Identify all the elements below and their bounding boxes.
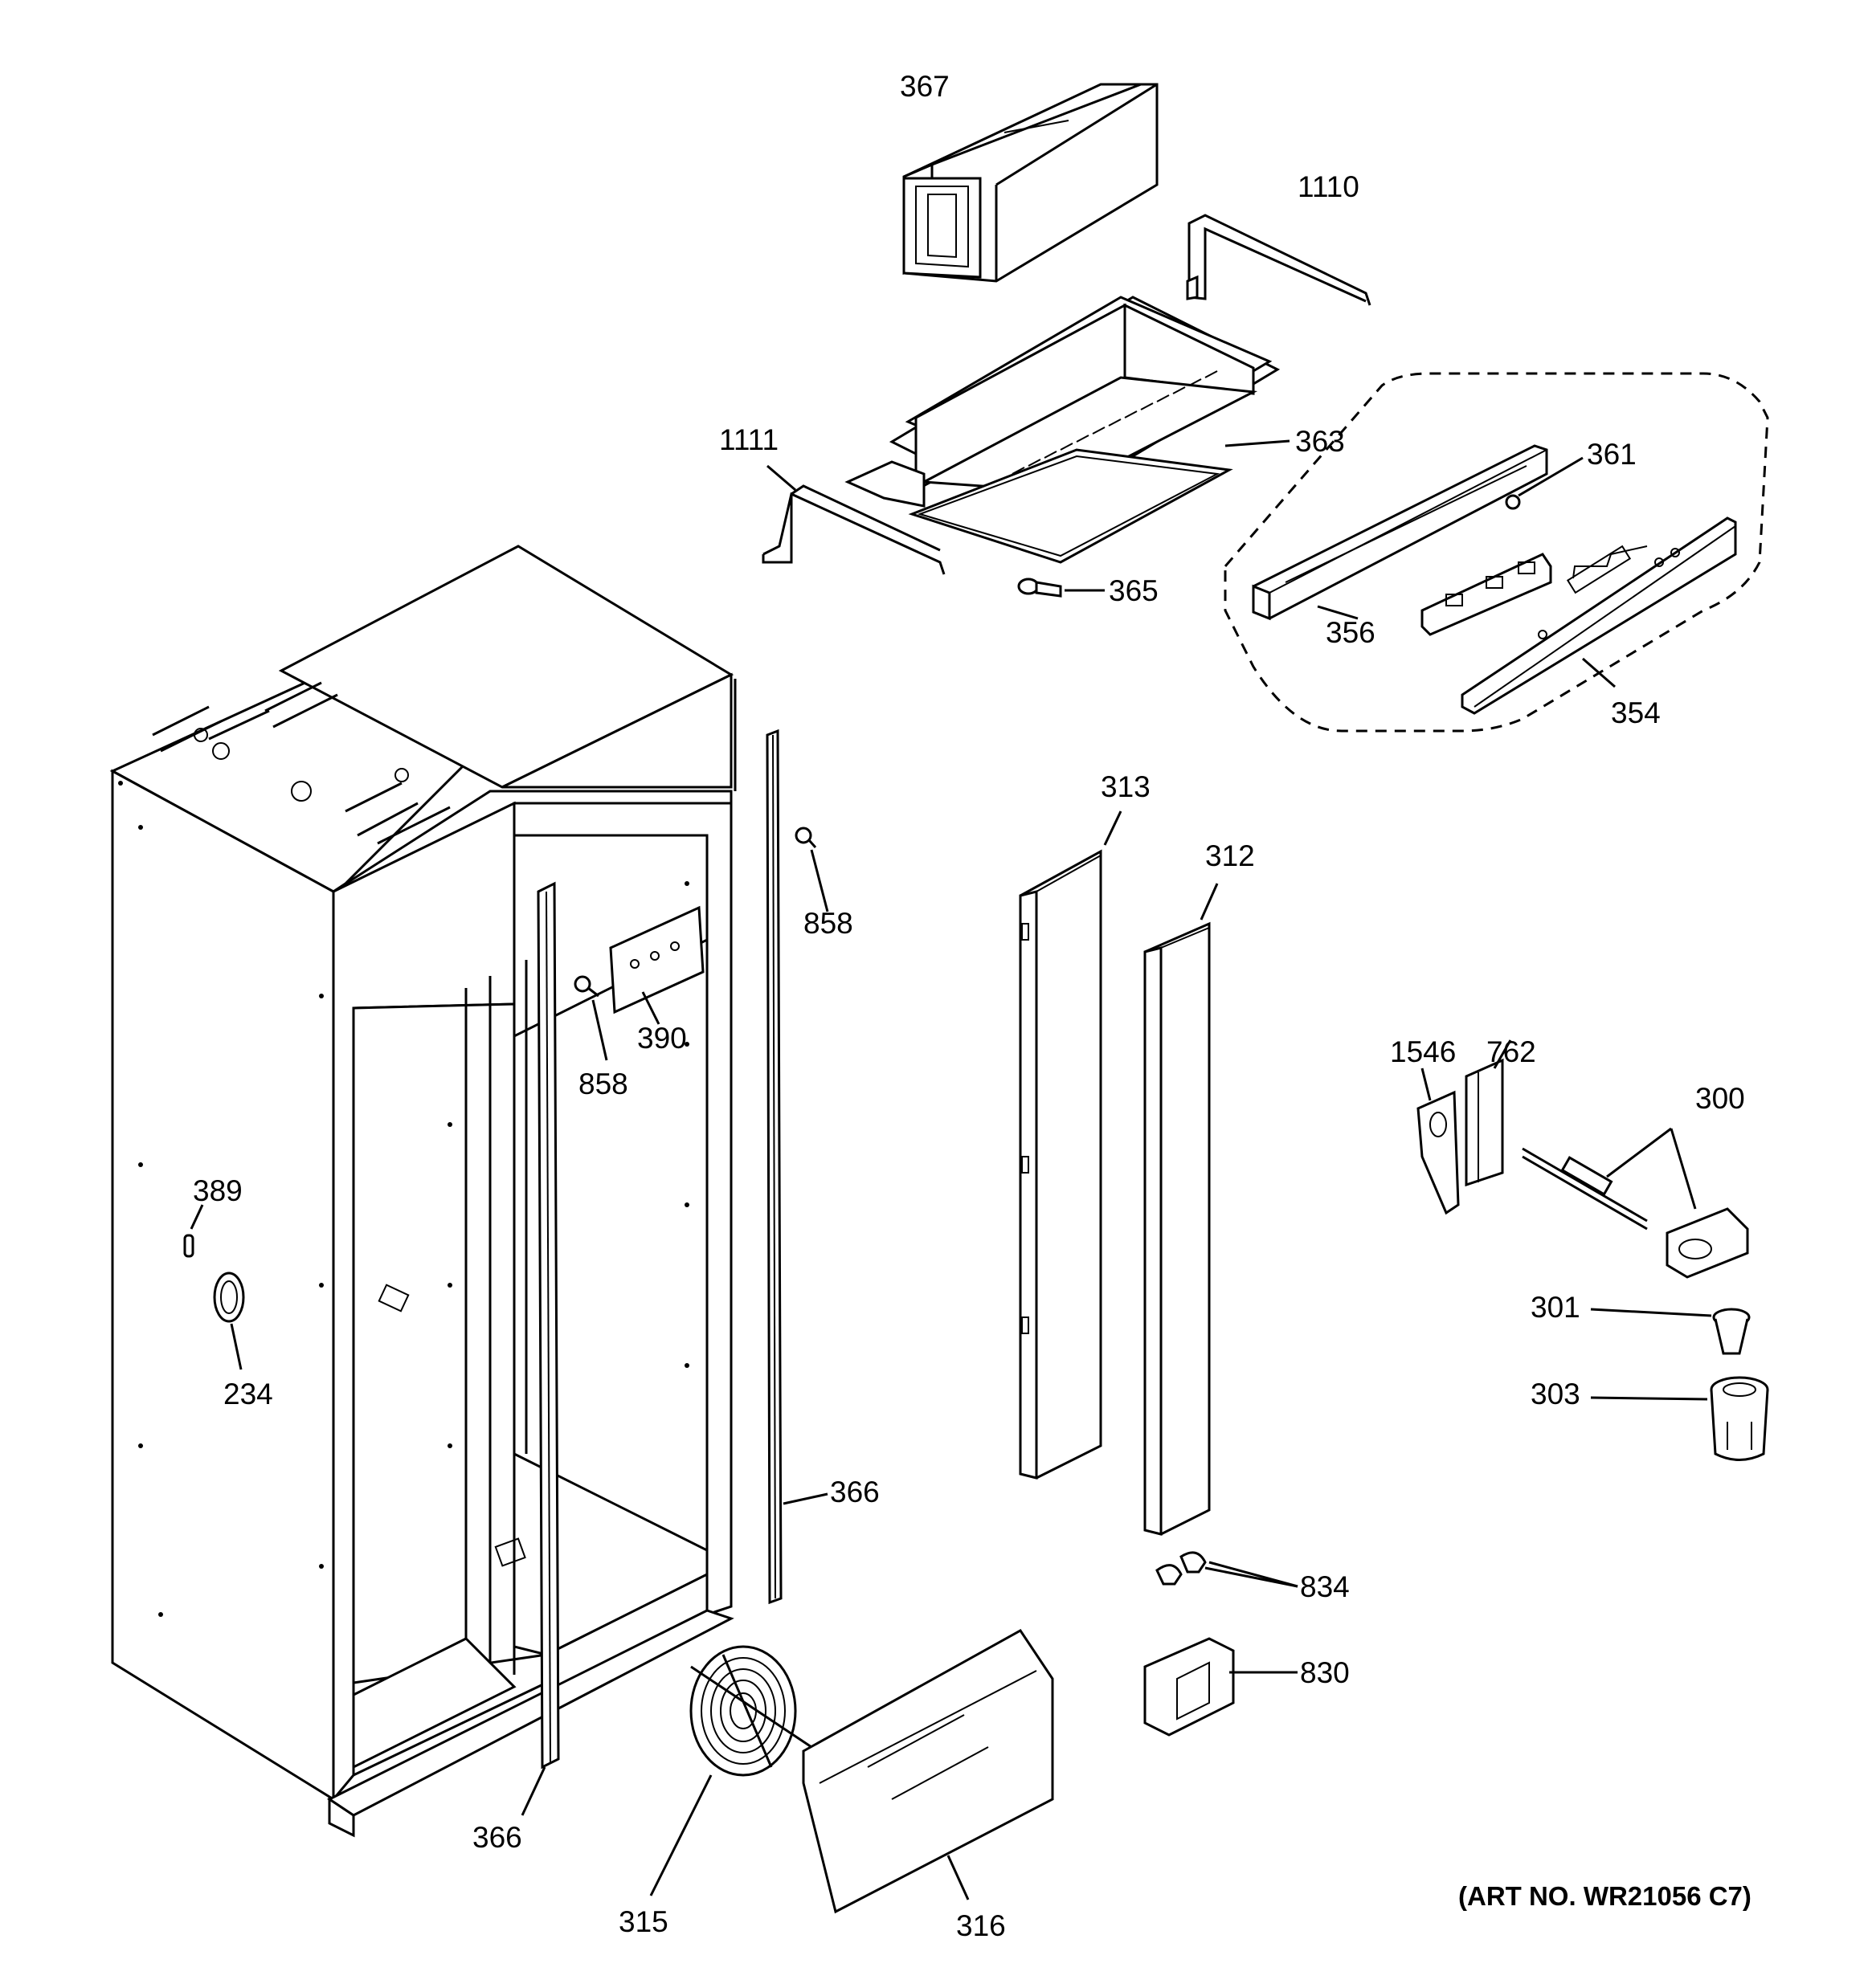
part-366-gasket-right bbox=[766, 729, 828, 1605]
part-1111-bracket bbox=[762, 464, 946, 575]
label-234: 234 bbox=[223, 1378, 273, 1410]
part-858-screw-right bbox=[795, 827, 829, 912]
label-312: 312 bbox=[1205, 839, 1255, 872]
part-313-panel bbox=[1019, 810, 1122, 1480]
label-1111: 1111 bbox=[719, 423, 779, 456]
part-363-housing bbox=[844, 296, 1290, 564]
label-316: 316 bbox=[956, 1909, 1006, 1942]
label-356: 356 bbox=[1326, 616, 1375, 649]
label-365: 365 bbox=[1109, 574, 1159, 607]
label-834: 834 bbox=[1300, 1570, 1350, 1603]
part-1110-bracket bbox=[1186, 214, 1371, 306]
cabinet-case bbox=[109, 545, 737, 1838]
label-361: 361 bbox=[1587, 438, 1637, 471]
part-301-cup bbox=[1590, 1308, 1751, 1355]
label-1110: 1110 bbox=[1298, 170, 1359, 203]
label-366-right: 366 bbox=[830, 1476, 880, 1508]
label-354: 354 bbox=[1611, 696, 1661, 729]
part-366-gasket-left bbox=[521, 881, 560, 1816]
label-858-right: 858 bbox=[803, 907, 853, 940]
part-389-plug bbox=[183, 1204, 204, 1258]
label-1546: 1546 bbox=[1390, 1035, 1456, 1068]
part-762-block bbox=[1465, 1039, 1512, 1187]
label-300: 300 bbox=[1695, 1082, 1745, 1115]
part-303-cartridge bbox=[1590, 1376, 1769, 1461]
part-300-water-assembly bbox=[1522, 1127, 1749, 1279]
part-858-screw-left bbox=[574, 975, 608, 1061]
label-366-left: 366 bbox=[472, 1821, 522, 1854]
part-234-grommet bbox=[213, 1272, 245, 1370]
part-354-dispenser-group bbox=[1224, 372, 1769, 733]
label-315: 315 bbox=[619, 1905, 668, 1938]
part-367-duct bbox=[902, 83, 1159, 283]
part-316-grille bbox=[802, 1629, 1054, 1914]
part-312-panel bbox=[1143, 883, 1219, 1536]
part-365-clip bbox=[1017, 578, 1105, 598]
label-389: 389 bbox=[193, 1174, 243, 1207]
label-762: 762 bbox=[1486, 1035, 1536, 1068]
label-390: 390 bbox=[637, 1022, 687, 1055]
housing-vents bbox=[1012, 370, 1218, 475]
label-830: 830 bbox=[1300, 1656, 1350, 1689]
label-313: 313 bbox=[1101, 770, 1151, 803]
label-301: 301 bbox=[1531, 1291, 1580, 1324]
part-390-plate bbox=[609, 905, 705, 1025]
label-367: 367 bbox=[900, 70, 950, 103]
part-315-fan bbox=[649, 1645, 812, 1896]
part-1546-bracket bbox=[1416, 1067, 1460, 1215]
part-830-bracket bbox=[1143, 1637, 1298, 1737]
part-834-feet bbox=[1155, 1551, 1298, 1588]
label-363: 363 bbox=[1295, 425, 1345, 458]
art-number: (ART NO. WR21056 C7) bbox=[1458, 1881, 1752, 1911]
label-858-left: 858 bbox=[578, 1067, 628, 1100]
label-303: 303 bbox=[1531, 1378, 1580, 1410]
